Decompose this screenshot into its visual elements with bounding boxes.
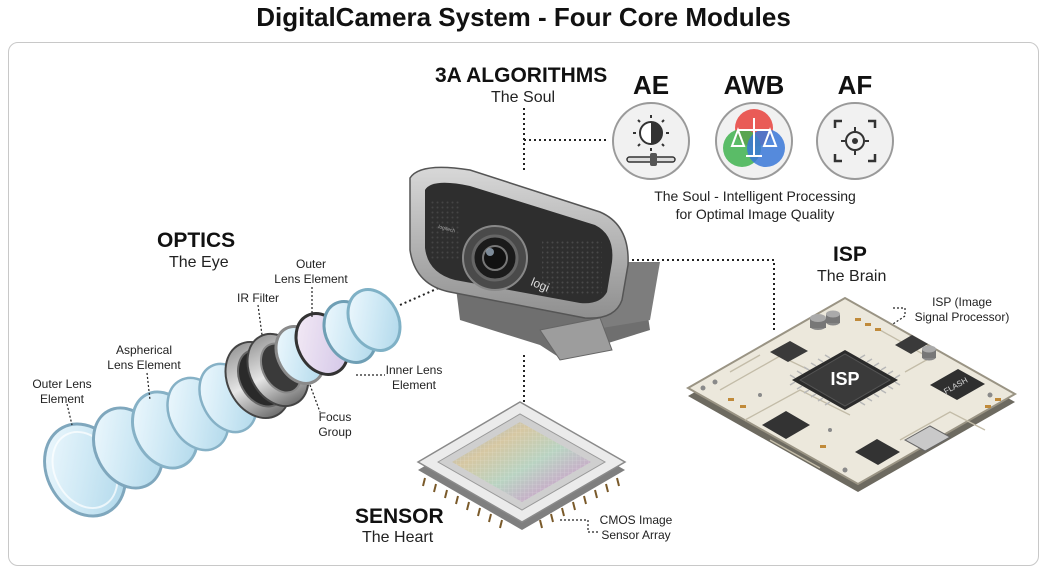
cmos-label-line2: Sensor Array — [601, 528, 671, 542]
sensor-subheading: The Heart — [362, 529, 434, 546]
inner-lens-line2: Element — [391, 378, 437, 392]
sensor-heading: SENSOR — [355, 505, 444, 528]
webcam-illustration — [409, 166, 660, 361]
ae-icon — [612, 102, 690, 180]
isp-subheading: The Brain — [817, 268, 887, 285]
inner-lens-line1: Inner Lens — [385, 363, 443, 377]
awb-label: AWB — [723, 70, 785, 100]
aspherical-line1: Aspherical — [115, 343, 173, 357]
algorithms-heading: 3A ALGORITHMS — [435, 64, 608, 87]
focus-group-line2: Group — [318, 425, 352, 439]
isp-label-line1: ISP (Image — [932, 295, 992, 309]
webcam-brand-small: logitech — [437, 224, 455, 234]
focus-group-label: Focus Group — [310, 410, 360, 440]
optics-illustration — [43, 288, 402, 518]
algorithms-caption-line1: The Soul - Intelligent Processing — [654, 188, 856, 204]
isp-label: ISP (Image Signal Processor) — [908, 295, 1016, 325]
aspherical-line2: Lens Element — [107, 358, 181, 372]
white-balance-icon — [715, 102, 793, 180]
optics-leader-lines — [66, 287, 385, 426]
outer-lens-top-line2: Lens Element — [274, 272, 348, 286]
cmos-label: CMOS Image Sensor Array — [598, 513, 674, 543]
cmos-label-line1: CMOS Image — [599, 513, 673, 527]
autofocus-icon — [816, 102, 894, 180]
algorithms-caption: The Soul - Intelligent Processing for Op… — [633, 187, 877, 223]
outer-lens-left-line2: Element — [39, 392, 85, 406]
focus-group-line1: Focus — [318, 410, 352, 424]
ir-filter-label: IR Filter — [237, 291, 279, 305]
outer-lens-top-line1: Outer — [295, 257, 326, 271]
ae-label: AE — [632, 70, 670, 100]
connector-isp — [632, 259, 775, 330]
isp-label-line2: Signal Processor) — [914, 310, 1010, 324]
webcam-brand: logi — [529, 275, 552, 295]
isp-leader-line — [892, 307, 906, 325]
sensor-illustration — [416, 401, 627, 530]
outer-lens-left-line1: Outer Lens — [32, 377, 92, 391]
sensor-leader-line — [560, 519, 598, 533]
optics-heading: OPTICS — [157, 229, 236, 252]
inner-lens-label: Inner Lens Element — [383, 363, 445, 393]
algorithms-caption-line2: for Optimal Image Quality — [675, 206, 835, 222]
isp-board-illustration — [685, 296, 1018, 492]
aspherical-label: Aspherical Lens Element — [102, 343, 186, 373]
outer-lens-top-label: Outer Lens Element — [270, 257, 352, 287]
page-title: DigitalCamera System - Four Core Modules — [256, 2, 791, 32]
optics-subheading: The Eye — [169, 254, 229, 271]
isp-heading: ISP — [833, 243, 867, 266]
af-label: AF — [837, 70, 873, 100]
isp-chip-label: ISP — [830, 369, 859, 389]
outer-lens-left-label: Outer Lens Element — [26, 377, 98, 407]
algorithms-subheading: The Soul — [491, 89, 556, 106]
